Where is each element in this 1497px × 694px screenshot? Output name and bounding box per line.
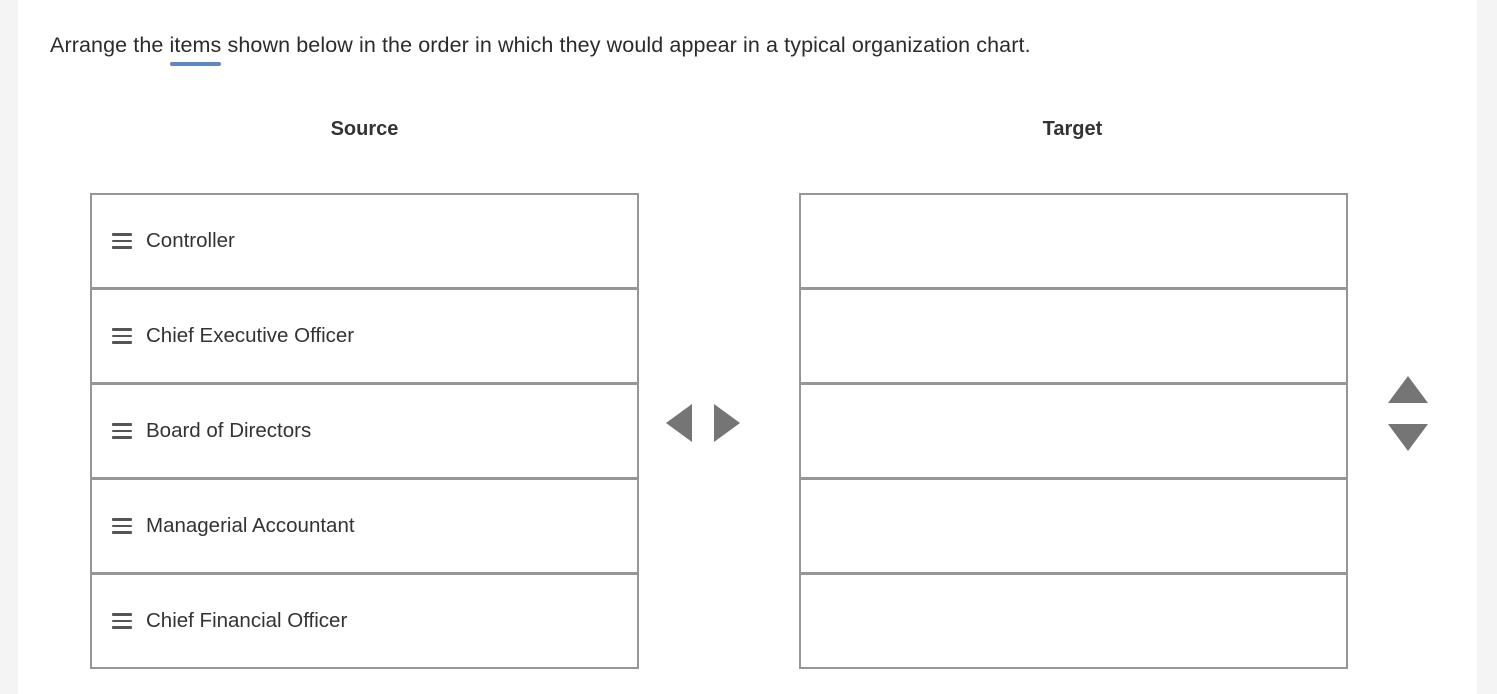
question-prompt: Arrange the items shown below in the ord…: [50, 29, 1031, 66]
source-heading: Source: [330, 118, 399, 140]
target-slot[interactable]: [799, 383, 1348, 479]
triangle-up-icon[interactable]: [1388, 376, 1428, 403]
transfer-controls: [666, 402, 772, 444]
target-slot[interactable]: [799, 573, 1348, 669]
reorder-controls: [1386, 376, 1430, 451]
source-item[interactable]: Board of Directors: [90, 383, 639, 479]
target-heading: Target: [1042, 118, 1103, 140]
target-slot[interactable]: [799, 478, 1348, 574]
source-item-label: Board of Directors: [146, 419, 312, 442]
prompt-text-after: shown below in the order in which they w…: [221, 33, 1031, 57]
source-item-label: Managerial Accountant: [146, 514, 355, 537]
drag-handle-icon[interactable]: [112, 423, 132, 439]
triangle-left-icon[interactable]: [666, 404, 692, 442]
content-area: Arrange the items shown below in the ord…: [18, 0, 1477, 694]
prompt-text-before: Arrange the: [50, 33, 170, 57]
drag-handle-icon[interactable]: [112, 233, 132, 249]
target-slot[interactable]: [799, 288, 1348, 384]
target-list: [799, 193, 1348, 669]
source-item[interactable]: Chief Financial Officer: [90, 573, 639, 669]
drag-handle-icon[interactable]: [112, 613, 132, 629]
triangle-right-icon[interactable]: [714, 404, 740, 442]
drag-handle-icon[interactable]: [112, 518, 132, 534]
drag-handle-icon[interactable]: [112, 328, 132, 344]
source-item[interactable]: Managerial Accountant: [90, 478, 639, 574]
source-item[interactable]: Chief Executive Officer: [90, 288, 639, 384]
triangle-down-icon[interactable]: [1388, 424, 1428, 451]
source-item-label: Chief Executive Officer: [146, 324, 355, 347]
target-slot[interactable]: [799, 193, 1348, 289]
source-item-label: Controller: [146, 229, 235, 252]
source-item[interactable]: Controller: [90, 193, 639, 289]
items-link[interactable]: items: [169, 29, 222, 66]
source-item-label: Chief Financial Officer: [146, 609, 348, 632]
